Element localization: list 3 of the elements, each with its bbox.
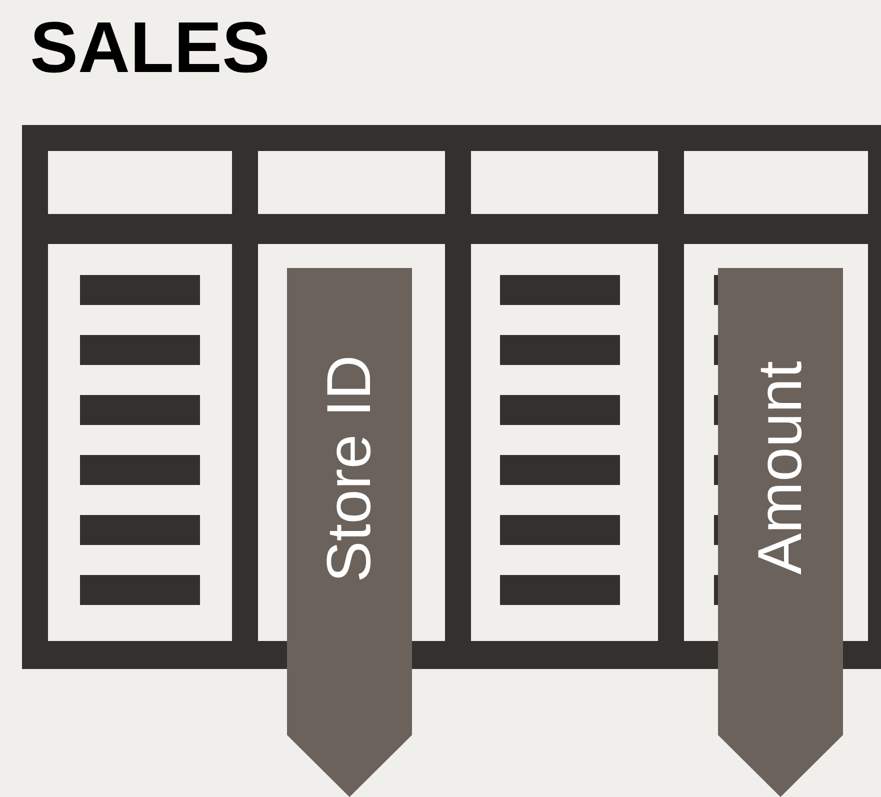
column-label: Store ID	[318, 354, 380, 582]
diagram-title: SALES	[30, 12, 270, 84]
column-label: Amount	[750, 361, 812, 575]
